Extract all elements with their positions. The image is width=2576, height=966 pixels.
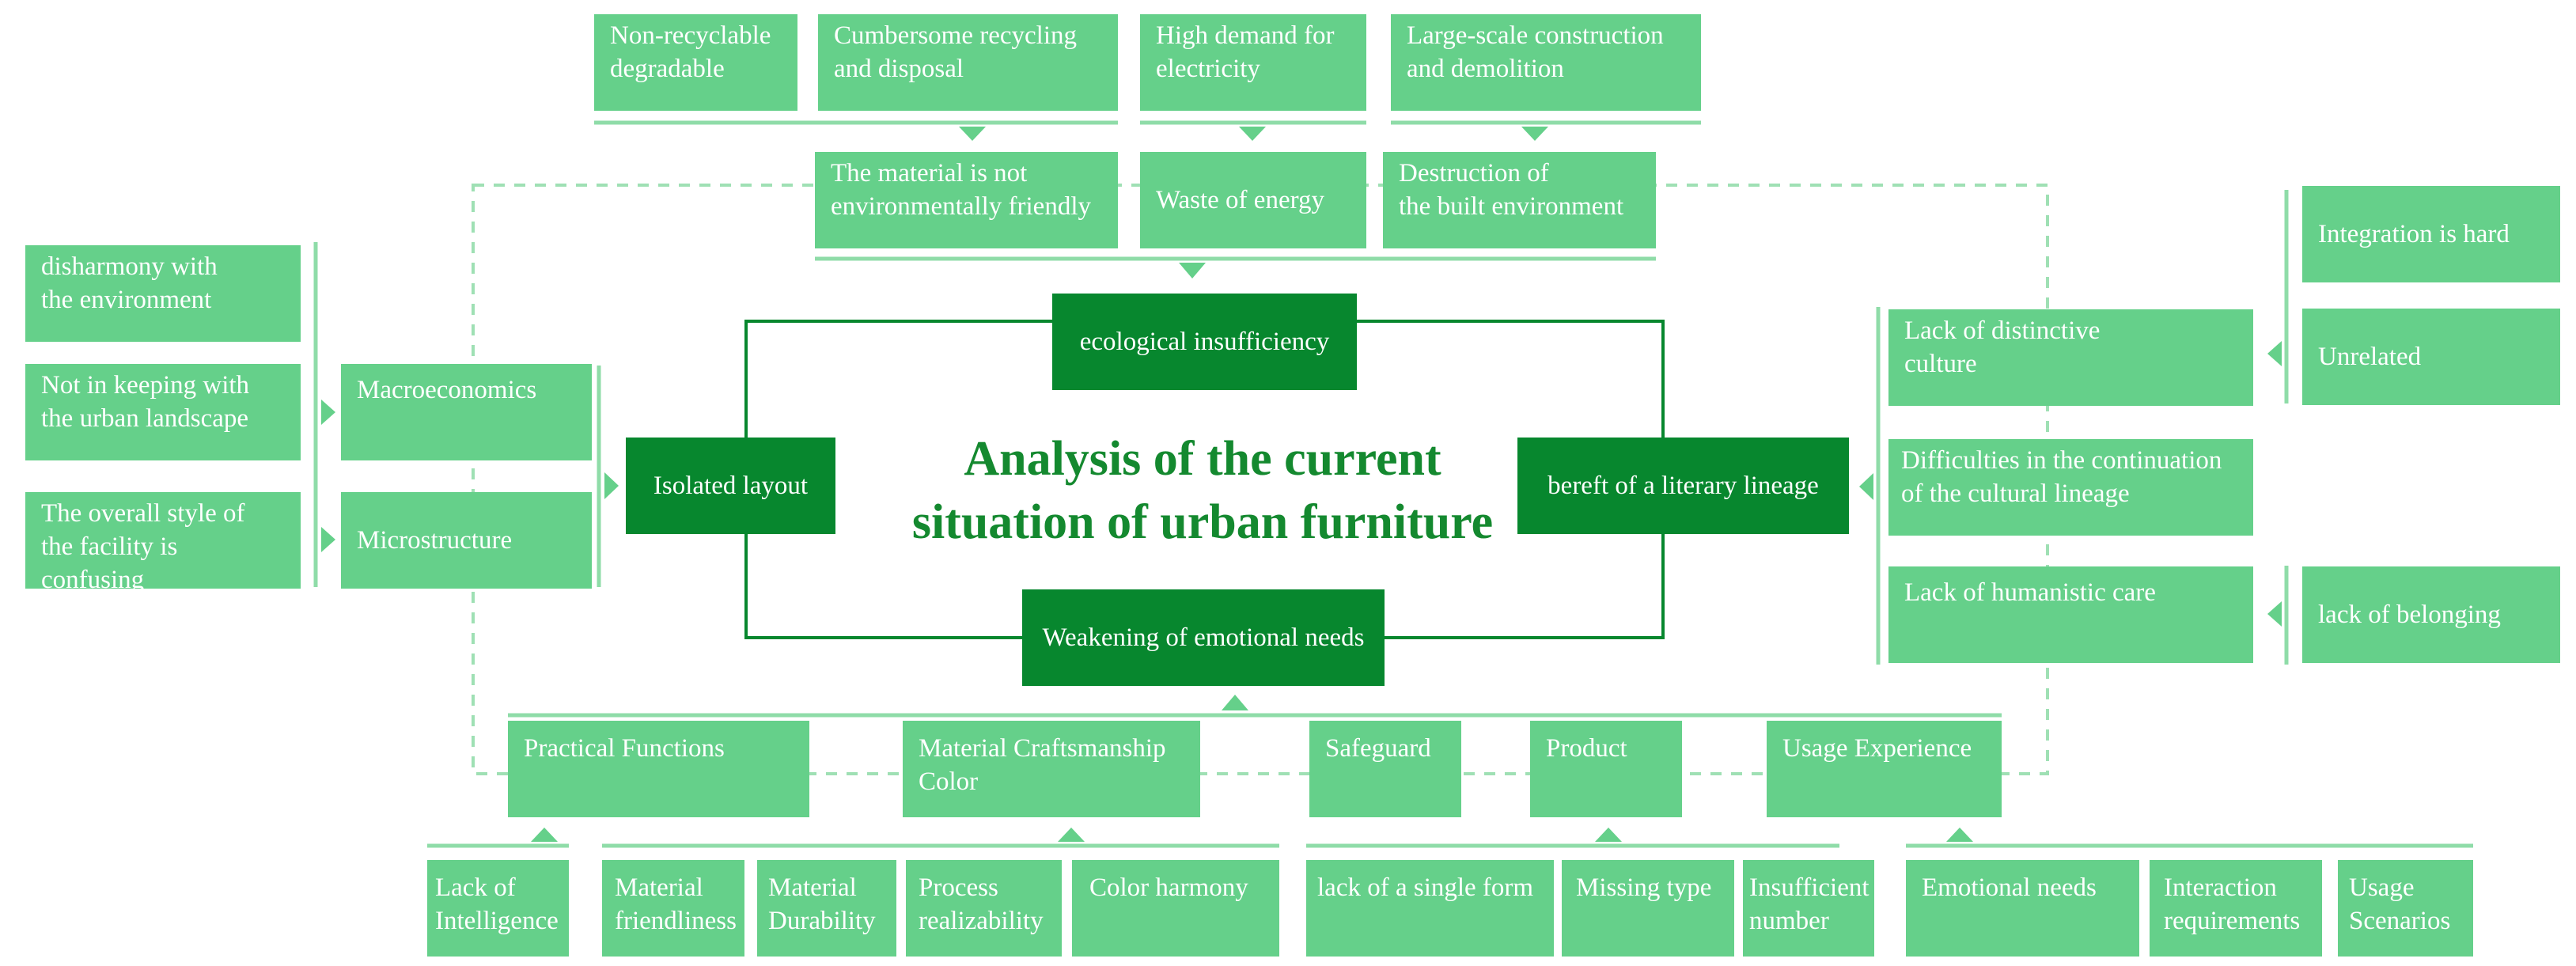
cause-box: Insufficient number: [1743, 860, 1874, 957]
issue-box: Safeguard: [1309, 721, 1461, 817]
cause-box: Large-scale construction and demolition: [1391, 14, 1701, 111]
cause-box: Unrelated: [2302, 309, 2560, 405]
cause-box: Material friendliness: [602, 860, 744, 957]
issue-box: Microstructure: [341, 492, 592, 589]
hub-emotional-needs: Weakening of emotional needs: [1022, 589, 1385, 686]
issue-box: Lack of distinctive culture: [1888, 309, 2253, 406]
cause-box: Usage Scenarios: [2338, 860, 2473, 957]
cause-box: Cumbersome recycling and disposal: [818, 14, 1118, 111]
cause-box: Not in keeping with the urban landscape: [25, 364, 301, 460]
arrow-down: [1521, 127, 1548, 141]
cause-box: The overall style of the facility is con…: [25, 492, 301, 594]
arrow-up: [1595, 828, 1622, 842]
issue-box: Difficulties in the continuation of the …: [1888, 439, 2253, 536]
arrow-left: [1859, 473, 1873, 500]
arrow-down: [1239, 127, 1266, 141]
issue-box: Material Craftsmanship Color: [903, 721, 1200, 817]
arrow-right: [321, 400, 335, 425]
cause-box: Emotional needs: [1906, 860, 2139, 957]
arrow-right: [321, 527, 335, 552]
cause-box: Lack of Intelligence: [427, 860, 569, 957]
cause-box: Missing type: [1562, 860, 1734, 957]
issue-box: Destruction of the built environment: [1383, 152, 1656, 248]
diagram-title: Analysis of the current situation of urb…: [911, 432, 1494, 549]
cause-box: Color harmony: [1072, 860, 1279, 957]
cause-box: High demand for electricity: [1140, 14, 1366, 111]
cause-box: Non-recyclable degradable: [594, 14, 797, 111]
arrow-up: [1222, 695, 1248, 710]
hub-isolated-layout: Isolated layout: [626, 438, 835, 534]
cause-box: Material Durability: [757, 860, 896, 957]
cause-box: Interaction requirements: [2150, 860, 2322, 957]
arrow-up: [1058, 828, 1085, 842]
arrow-right: [604, 472, 619, 499]
arrow-down: [1179, 263, 1206, 278]
issue-box: Practical Functions: [508, 721, 809, 817]
arrow-up: [531, 828, 558, 842]
cause-box: disharmony with the environment: [25, 245, 301, 342]
issue-box: Macroeconomics: [341, 364, 592, 460]
arrow-up: [1946, 828, 1973, 842]
arrow-left: [2267, 341, 2282, 366]
issue-box: Waste of energy: [1140, 152, 1366, 248]
hub-literary-lineage: bereft of a literary lineage: [1517, 438, 1849, 534]
cause-box: lack of a single form: [1306, 860, 1554, 957]
cause-box: Process realizability: [906, 860, 1062, 957]
issue-box: The material is not environmentally frie…: [815, 152, 1118, 248]
hub-ecological: ecological insufficiency: [1052, 294, 1357, 390]
issue-box: Usage Experience: [1767, 721, 2002, 817]
arrow-left: [2267, 601, 2282, 627]
arrow-down: [959, 127, 986, 141]
cause-box: lack of belonging: [2302, 566, 2560, 663]
issue-box: Lack of humanistic care: [1888, 566, 2253, 663]
issue-box: Product: [1530, 721, 1682, 817]
cause-box: Integration is hard: [2302, 186, 2560, 282]
